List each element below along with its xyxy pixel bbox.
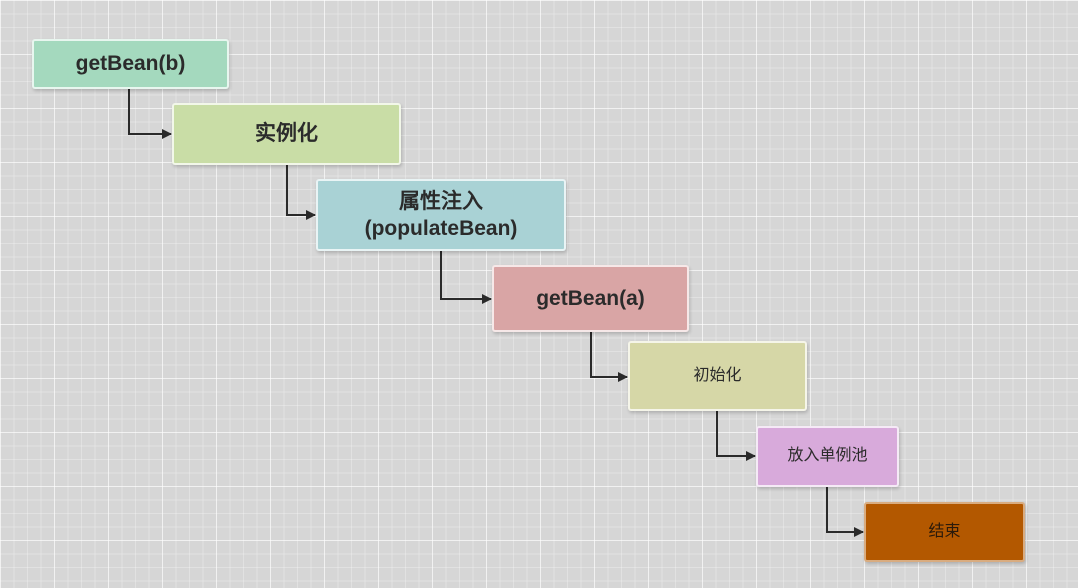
node-getbean-b-label: getBean(b) [75,52,186,76]
node-singleton-pool[interactable]: 放入单例池 [756,426,899,487]
connector-getbean-b-to-instantiate [128,89,172,139]
node-getbean-a-label: getBean(a) [536,286,645,310]
node-initialize[interactable]: 初始化 [628,341,807,411]
connector-singleton-pool-to-end [826,487,864,537]
node-property-injection[interactable]: 属性注入 (populateBean) [316,179,566,251]
node-instantiate[interactable]: 实例化 [172,103,401,165]
connector-populate-to-getbean-a [440,251,492,304]
node-singleton-pool-label: 放入单例池 [787,447,868,465]
connector-instantiate-to-populate [286,165,316,220]
node-property-injection-label: 属性注入 [399,189,483,213]
node-instantiate-label: 实例化 [255,122,318,146]
connector-initialize-to-singleton-pool [716,411,756,461]
node-end[interactable]: 结束 [864,502,1025,562]
node-end-label: 结束 [928,522,961,540]
node-initialize-label: 初始化 [693,366,742,384]
node-getbean-b[interactable]: getBean(b) [32,39,229,89]
node-property-injection-sublabel: (populateBean) [364,217,518,240]
node-getbean-a[interactable]: getBean(a) [492,265,689,332]
connector-getbean-a-to-initialize [590,332,628,382]
